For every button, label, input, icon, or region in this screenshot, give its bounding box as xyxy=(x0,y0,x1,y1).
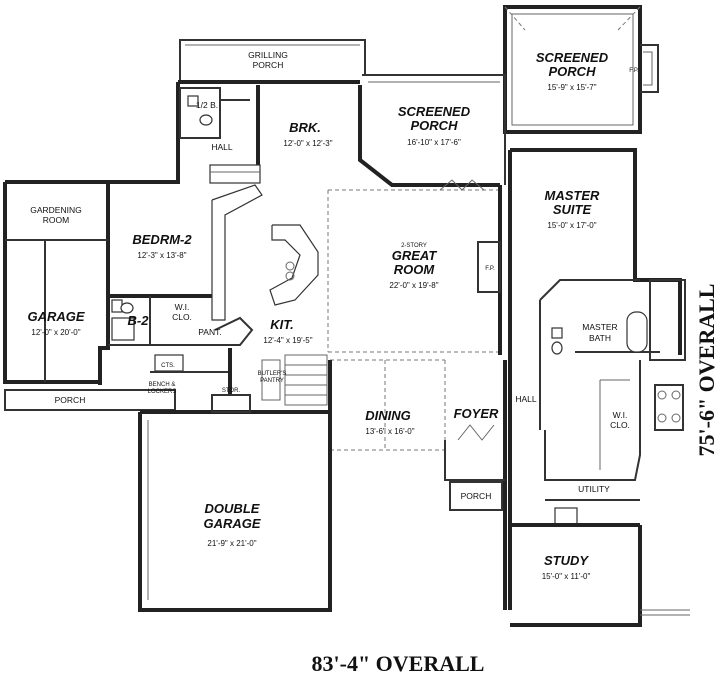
great-room-note: 2-STORY xyxy=(401,243,427,249)
dining-foyer-walls xyxy=(328,359,507,610)
study-dims: 15'-0" x 11'-0" xyxy=(542,572,591,581)
study-utility-walls xyxy=(510,499,690,627)
grilling-porch-label-1: GRILLING xyxy=(248,50,288,60)
garage-dims: 12'-0" x 20'-0" xyxy=(31,328,80,337)
screened-porch-label-1: SCREENED xyxy=(398,104,471,119)
gardening-room-label-2: ROOM xyxy=(43,215,69,225)
room-labels: GRILLING PORCH SCREENED PORCH 16'-10" x … xyxy=(27,50,639,581)
double-garage-label-1: DOUBLE xyxy=(205,501,260,516)
grilling-porch-walls xyxy=(179,39,366,82)
breakfast-label: BRK. xyxy=(289,120,321,135)
great-room-label-2: ROOM xyxy=(394,262,436,277)
master-porch-label-2: PORCH xyxy=(549,64,597,79)
master-porch-label-1: SCREENED xyxy=(536,50,609,65)
bench-lockers-label-1: BENCH & xyxy=(149,382,176,388)
master-bath-label-2: BATH xyxy=(589,333,611,343)
bath2-label: B-2 xyxy=(128,313,150,328)
gardening-room-label-1: GARDENING xyxy=(30,205,81,215)
cts-label: CTS. xyxy=(161,363,175,369)
master-porch-fireplace-label: F.P. xyxy=(629,68,639,74)
foyer-label: FOYER xyxy=(454,406,499,421)
master-closet-label-2: CLO. xyxy=(610,420,630,430)
bedroom-walls xyxy=(108,294,215,346)
study-label: STUDY xyxy=(544,553,589,568)
front-porch-label: PORCH xyxy=(461,491,492,501)
screened-porch-label-2: PORCH xyxy=(411,118,459,133)
master-screened-porch-walls xyxy=(503,5,659,134)
house-outer-walls xyxy=(3,80,360,411)
kitchen-label: KIT. xyxy=(270,317,294,332)
interior-walls-upper xyxy=(179,85,261,184)
breakfast-dims: 12'-0" x 12'-3" xyxy=(283,139,332,148)
overall-depth-label: 75'-6" OVERALL xyxy=(694,284,719,457)
great-room-fireplace-label: F.P. xyxy=(485,266,495,272)
kitchen-walls xyxy=(150,184,319,395)
master-suite-label-1: MASTER xyxy=(545,188,601,203)
master-suite-label-2: SUITE xyxy=(553,202,592,217)
bench-lockers-label-2: LOCKERS xyxy=(148,389,177,395)
dining-dims: 13'-6" x 16'-0" xyxy=(365,427,414,436)
bedroom2-dims: 12'-3" x 13'-8" xyxy=(137,251,186,260)
bedroom2-label: BEDRM-2 xyxy=(132,232,192,247)
pantry-label: PANT. xyxy=(198,327,221,337)
master-bath-label-1: MASTER xyxy=(582,322,617,332)
dining-label: DINING xyxy=(365,408,411,423)
storage-label: STOR. xyxy=(222,388,241,394)
garage-label: GARAGE xyxy=(27,309,84,324)
overall-width-label: 83'-4" OVERALL xyxy=(312,651,485,676)
hall-upper-label: HALL xyxy=(211,142,233,152)
kitchen-dims: 12'-4" x 19'-5" xyxy=(263,336,312,345)
master-closet-label-1: W.I. xyxy=(613,410,628,420)
screened-porch-dims: 16'-10" x 17'-6" xyxy=(407,138,461,147)
stairs xyxy=(261,354,328,406)
hall-right-label: HALL xyxy=(515,394,537,404)
double-garage-walls xyxy=(138,394,332,612)
great-room-walls xyxy=(327,179,502,355)
bed-closet-label-2: CLO. xyxy=(172,312,192,322)
master-suite-walls xyxy=(508,148,686,610)
master-porch-dims: 15'-9" x 15'-7" xyxy=(547,83,596,92)
double-garage-label-2: GARAGE xyxy=(203,516,260,531)
great-room-dims: 22'-0" x 19'-8" xyxy=(389,281,438,290)
double-garage-dims: 21'-9" x 21'-0" xyxy=(207,539,256,548)
half-bath-label: 1/2 B. xyxy=(196,100,218,110)
master-suite-dims: 15'-0" x 17'-0" xyxy=(547,221,596,230)
left-porch-label: PORCH xyxy=(55,395,86,405)
bed-closet-label-1: W.I. xyxy=(175,302,190,312)
utility-label: UTILITY xyxy=(578,484,610,494)
great-room-label-1: GREAT xyxy=(392,248,438,263)
butlers-pantry-label-2: PANTRY xyxy=(260,378,284,384)
grilling-porch-label-2: PORCH xyxy=(253,60,284,70)
butlers-pantry-label-1: BUTLER'S xyxy=(258,371,287,377)
